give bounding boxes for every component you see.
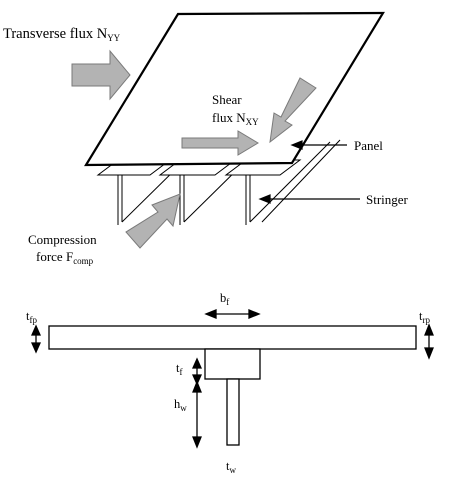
shear-flux-diagonal-arrow-icon bbox=[269, 77, 317, 144]
tp-left-arrowhead-down-icon bbox=[30, 342, 42, 354]
leader-lines bbox=[258, 140, 360, 204]
tp-right-arrowhead-down-icon bbox=[424, 347, 434, 360]
skin-plate bbox=[48, 325, 417, 350]
hw-label: hw bbox=[174, 397, 187, 413]
tf-arrowhead-up-icon bbox=[191, 357, 203, 369]
tp-right-label: trp bbox=[419, 309, 430, 325]
transverse-flux-label: Transverse flux NYY bbox=[3, 26, 121, 43]
hw-arrowhead-down-icon bbox=[192, 436, 202, 449]
bf-label: bf bbox=[220, 291, 229, 307]
compression-arrow-icon bbox=[125, 193, 181, 249]
stringer-4-end bbox=[261, 139, 341, 223]
bf-arrowhead-right-icon bbox=[248, 309, 261, 319]
shear-label-line2: flux NXY bbox=[212, 110, 259, 127]
stringer-web bbox=[226, 378, 240, 446]
tf-arrowhead-down-icon bbox=[191, 374, 203, 386]
stringer-leader-arrowhead-icon bbox=[258, 194, 271, 204]
tp-left-arrowhead-up-icon bbox=[30, 324, 42, 336]
compression-label-line1: Compression bbox=[28, 232, 97, 247]
shear-label-line1: Shear bbox=[212, 92, 242, 107]
bf-arrowhead-left-icon bbox=[204, 309, 217, 319]
tp-right-arrowhead-up-icon bbox=[424, 323, 434, 336]
dimension-arrows bbox=[30, 309, 434, 449]
shear-flux-arrow-icon bbox=[181, 130, 259, 156]
force-arrows bbox=[71, 49, 317, 249]
panel-label: Panel bbox=[354, 138, 383, 153]
tp-left-label: tfp bbox=[26, 309, 37, 325]
tw-label: tw bbox=[226, 459, 236, 475]
stiffened-panel-sketch bbox=[84, 11, 385, 225]
transverse-flux-arrow-icon bbox=[71, 49, 131, 101]
compression-label-line2: force Fcomp bbox=[36, 249, 94, 266]
stringer-label: Stringer bbox=[366, 192, 409, 207]
hw-arrowhead-up-icon bbox=[192, 380, 202, 393]
tf-label: tf bbox=[176, 361, 182, 377]
panel-plate bbox=[84, 11, 385, 167]
panel-leader-arrowhead-icon bbox=[290, 140, 303, 150]
stringer-flange bbox=[204, 348, 261, 380]
cross-section bbox=[48, 325, 417, 446]
